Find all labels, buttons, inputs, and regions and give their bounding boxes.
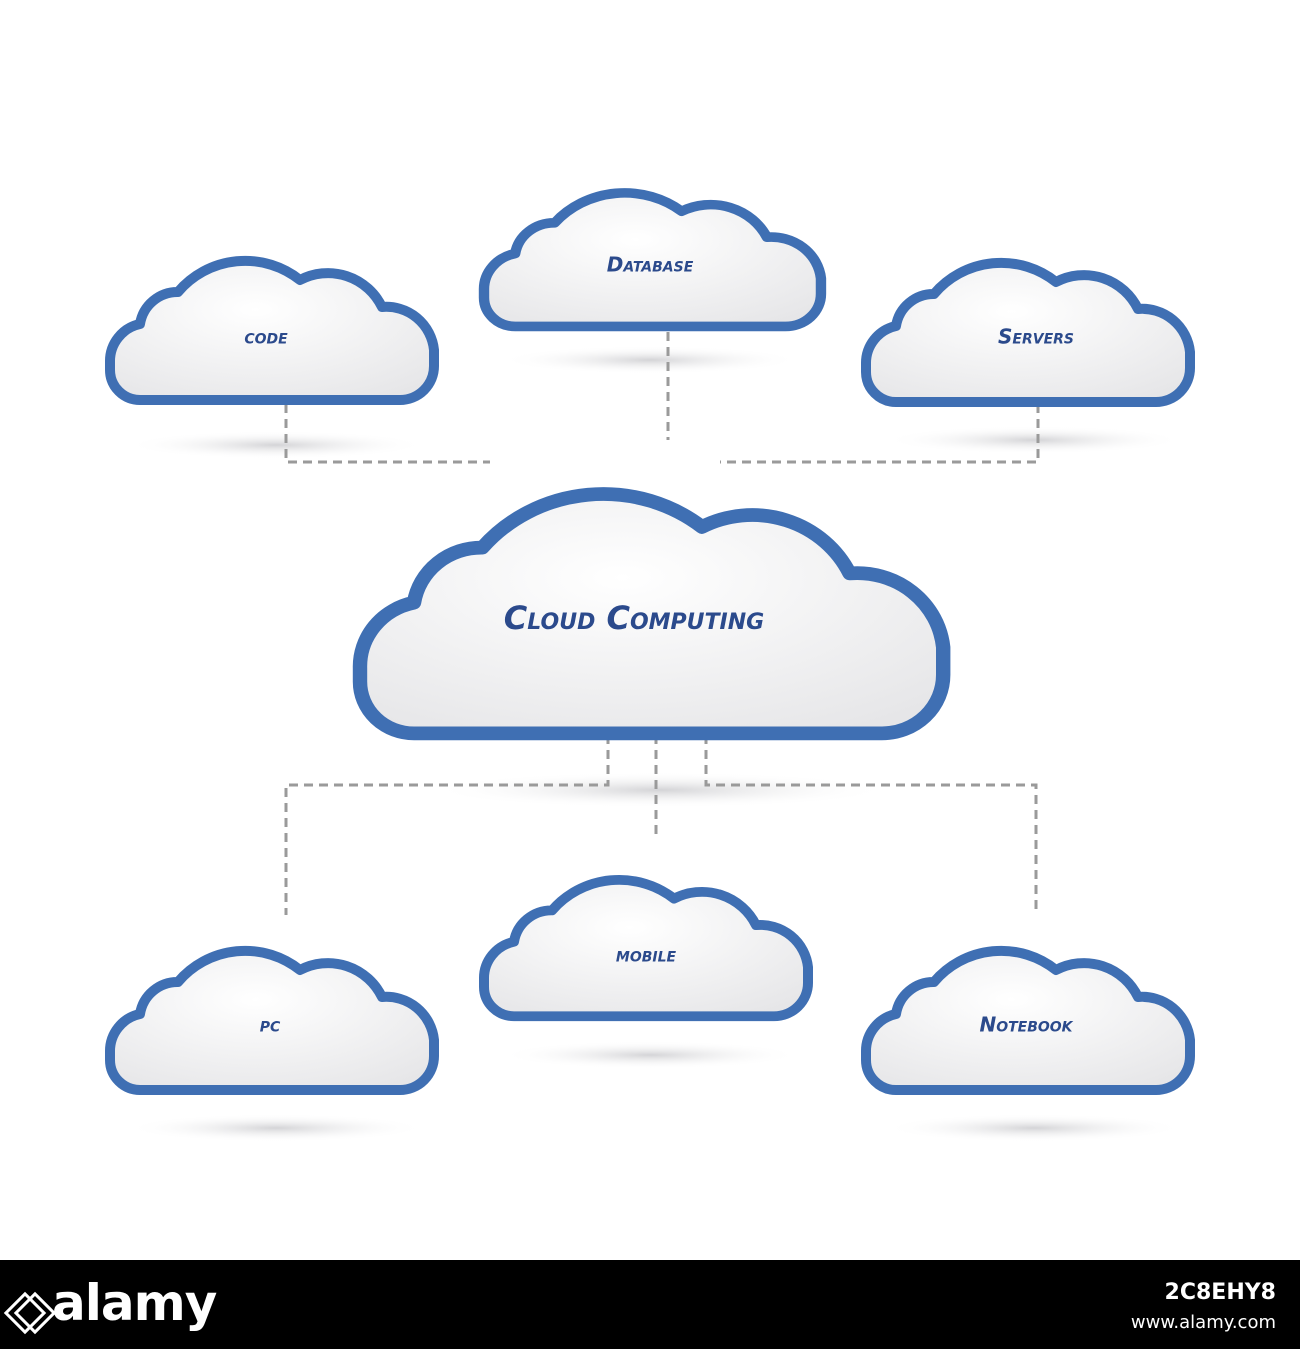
shadow-pc bbox=[126, 1114, 426, 1142]
shadow-central bbox=[430, 772, 890, 808]
cloud-notebook-label: Notebook bbox=[979, 1013, 1073, 1037]
watermark-footer: alamy 2C8EHY8 www.alamy.com bbox=[0, 1260, 1300, 1349]
brand-name: alamy bbox=[52, 1274, 217, 1332]
connector-pc bbox=[284, 735, 610, 915]
cloud-pc: pc bbox=[110, 951, 434, 1090]
cloud-code: code bbox=[110, 261, 434, 400]
connector-code bbox=[284, 404, 490, 464]
site-url: www.alamy.com bbox=[1130, 1312, 1276, 1333]
connectors bbox=[284, 332, 1040, 915]
stock-id: 2C8EHY8 bbox=[1164, 1280, 1276, 1305]
shadow-database bbox=[500, 346, 800, 374]
shadow-code bbox=[126, 431, 426, 459]
connector-servers bbox=[720, 404, 1040, 464]
cloud-servers-label: Servers bbox=[998, 325, 1074, 349]
cloud-servers: Servers bbox=[866, 263, 1190, 402]
shadow-notebook bbox=[884, 1114, 1184, 1142]
cloud-database-label: Database bbox=[607, 253, 694, 277]
shadow-servers bbox=[884, 426, 1184, 454]
cloud-database: Database bbox=[484, 193, 821, 327]
connector-notebook bbox=[704, 735, 1038, 915]
cloud-code-label: code bbox=[244, 325, 288, 349]
cloud-diagram: code Database Servers Cloud Computing pc… bbox=[104, 187, 1195, 1142]
cloud-central-label: Cloud Computing bbox=[504, 599, 764, 637]
cloud-shadows bbox=[126, 346, 1184, 1142]
cloud-notebook: Notebook bbox=[866, 951, 1190, 1090]
shadow-mobile bbox=[500, 1041, 800, 1069]
cloud-mobile-label: mobile bbox=[616, 943, 677, 967]
cloud-mobile: mobile bbox=[484, 880, 808, 1016]
cloud-pc-label: pc bbox=[260, 1013, 281, 1037]
